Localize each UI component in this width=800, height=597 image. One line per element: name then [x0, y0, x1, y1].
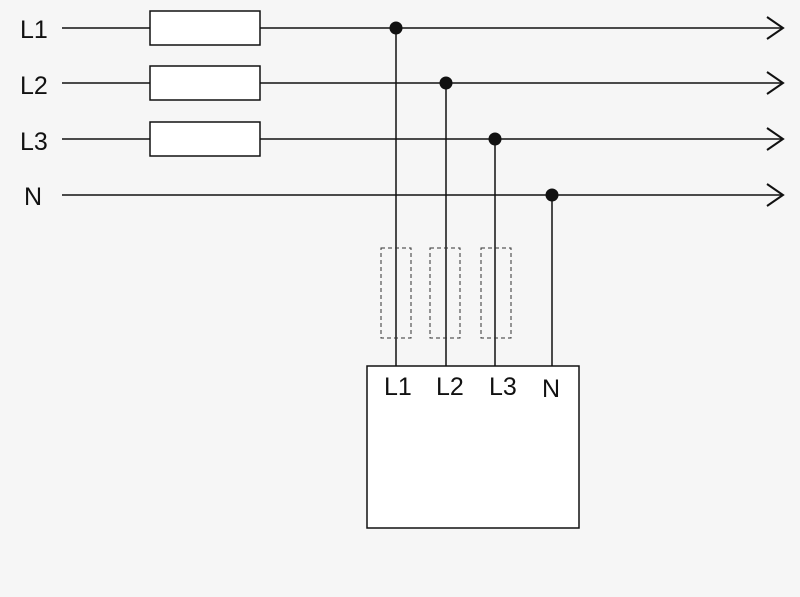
device-box: L1 L2 L3 N	[366, 365, 580, 529]
arrow-head-l2	[766, 71, 785, 95]
bus-line-l2: L2	[20, 65, 785, 101]
device-outline	[366, 365, 580, 529]
terminal-label-l2: L2	[436, 373, 464, 401]
arrow-head-n	[766, 183, 785, 207]
bus-line-n: N	[24, 183, 785, 211]
terminal-label-l1: L1	[384, 373, 412, 401]
junction-dot-n	[545, 188, 559, 202]
optional-fuse-l3	[480, 247, 512, 339]
terminal-label-l3: L3	[489, 373, 517, 401]
bus-label-l2: L2	[20, 72, 48, 100]
arrow-head-l1	[766, 16, 785, 40]
bus-label-n: N	[24, 183, 42, 211]
junction-dot-l2	[439, 76, 453, 90]
terminal-label-n: N	[542, 375, 560, 403]
bus-label-l1: L1	[20, 16, 48, 44]
bus-line-l3: L3	[20, 121, 785, 157]
bus-label-l3: L3	[20, 128, 48, 156]
junction-dot-l3	[488, 132, 502, 146]
supply-fuse-l1	[149, 10, 261, 46]
bus-line-l1: L1	[20, 10, 785, 46]
arrow-head-l3	[766, 127, 785, 151]
supply-fuse-l2	[149, 65, 261, 101]
optional-fuse-l1	[380, 247, 412, 339]
supply-fuse-l3	[149, 121, 261, 157]
junction-dot-l1	[389, 21, 403, 35]
optional-fuse-l2	[429, 247, 461, 339]
